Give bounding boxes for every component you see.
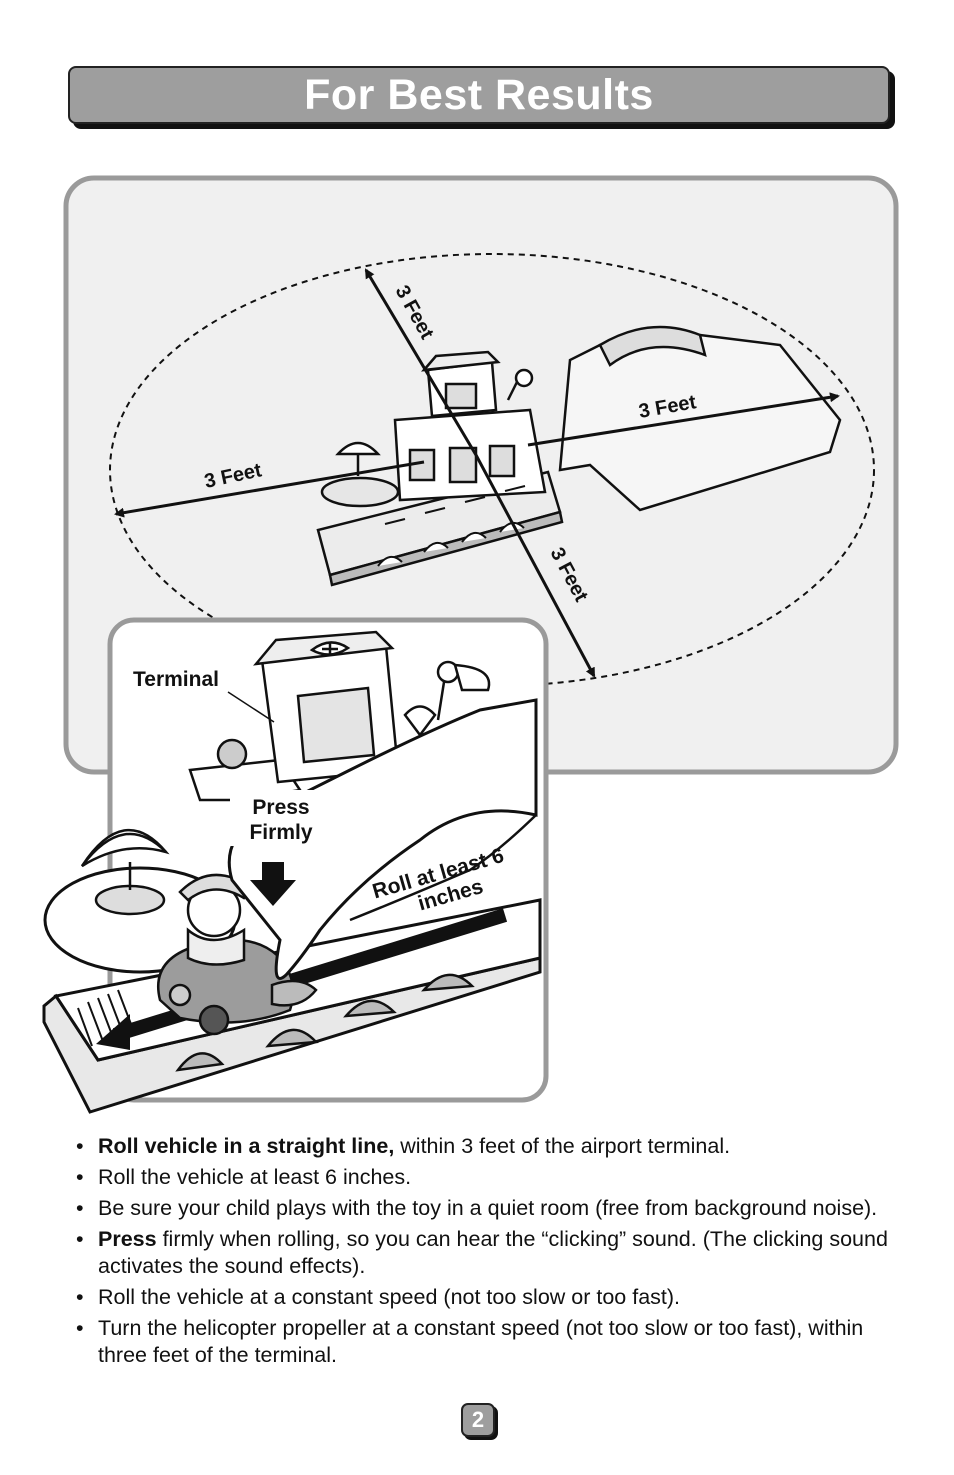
label-press-firmly-line2: Firmly [249,821,312,844]
instruction-item: Roll vehicle in a straight line, within … [76,1133,906,1160]
instruction-list: Roll vehicle in a straight line, within … [76,1133,906,1373]
range-illustration: 3 Feet 3 Feet 3 Feet 3 Feet [42,175,899,1114]
arrow-bottom [474,454,596,678]
arrow-top [364,268,478,456]
arrow-right [527,392,840,447]
instruction-item: Turn the helicopter propeller at a const… [76,1315,906,1369]
arrow-left [114,460,425,518]
label-press-firmly-line1: Press [252,796,309,819]
instruction-item: Press firmly when rolling, so you can he… [76,1226,906,1280]
instruction-item: Roll the vehicle at least 6 inches. [76,1164,906,1191]
page-title: For Best Results [304,70,654,119]
title-banner: For Best Results [68,66,890,124]
page-number: 2 [461,1403,495,1437]
airport-playset-icon [316,325,842,587]
instruction-item: Be sure your child plays with the toy in… [76,1195,906,1222]
inset-illustration [42,630,542,1114]
measurement-arrows [114,268,840,678]
label-terminal: Terminal [133,668,219,691]
instruction-item: Roll the vehicle at a constant speed (no… [76,1284,906,1311]
